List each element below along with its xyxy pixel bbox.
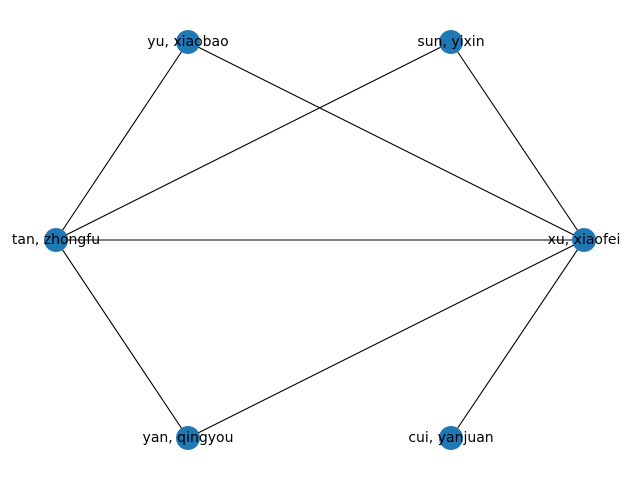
node-yan (176, 426, 200, 450)
node-label-yu: yu, xiaobao (147, 34, 228, 50)
node-label-sun: sun, yixin (417, 34, 484, 50)
edge-sun-xu (450, 41, 585, 241)
edge-sun-tan (55, 41, 452, 241)
edges-layer (55, 41, 585, 439)
edge-yu-xu (187, 41, 585, 241)
edge-yu-tan (55, 41, 189, 241)
edge-cui-xu (450, 239, 585, 439)
edge-tan-yan (55, 239, 189, 439)
node-tan (44, 228, 68, 252)
node-label-cui: cui, yanjuan (408, 430, 493, 446)
node-xu (572, 228, 596, 252)
node-yu (176, 30, 200, 54)
labels-layer: yu, xiaobao sun, yixin tan, zhongfu xu, xia… (12, 34, 621, 446)
node-cui (439, 426, 463, 450)
edge-yan-xu (187, 239, 585, 439)
node-sun (439, 30, 463, 54)
node-label-tan: tan, zhongfu (12, 232, 100, 248)
nodes-layer (44, 30, 596, 450)
node-label-yan: yan, qingyou (143, 430, 234, 446)
node-label-xu: xu, xiaofei (548, 232, 621, 248)
